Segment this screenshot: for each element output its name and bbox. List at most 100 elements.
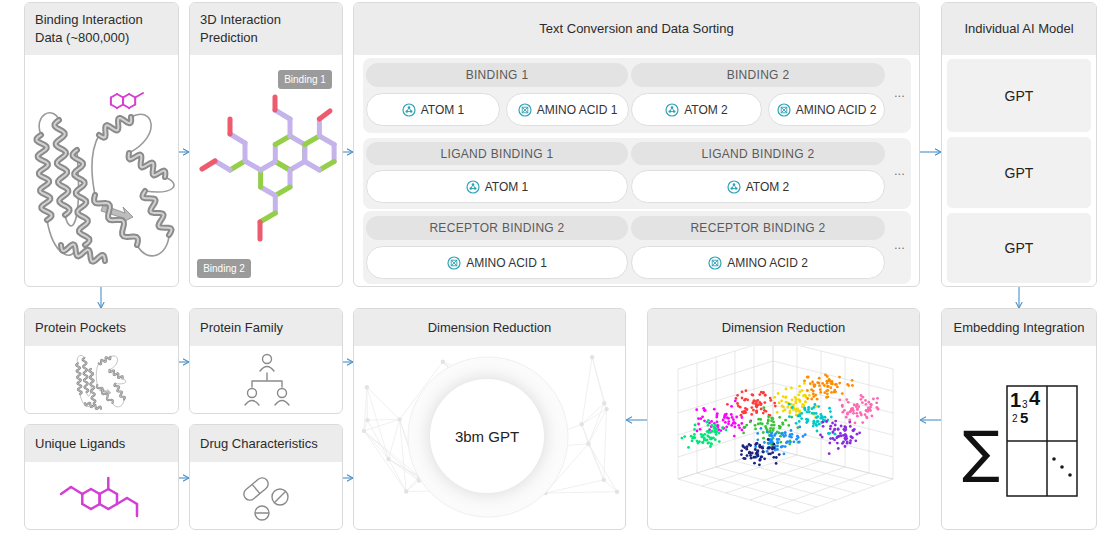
graphic-part [703,437,706,440]
graphic-part [860,414,863,417]
graphic-part [404,489,408,493]
graphic-part [129,153,166,177]
graphic-part [730,424,733,427]
graphic-part [847,401,850,404]
graphic-part [82,489,91,494]
graphic-part [815,423,818,426]
graphic-part [699,428,702,431]
graphic-part [773,449,893,479]
binding-tag: Binding 1 [278,70,332,89]
graphic-part [853,404,856,407]
node-label: Unique Ligands [35,435,125,453]
graphic-part [783,435,786,438]
graphic-part [586,442,590,446]
graphic-part [859,411,862,414]
graphic-part [1007,440,1077,442]
graphic-part [816,430,819,433]
graphic-part [852,412,855,415]
graphic-part [834,433,837,436]
graphic-part [712,260,718,266]
graphic-part [708,435,711,438]
graphic-part [798,410,801,413]
graphic-part [757,403,760,406]
graphic-part [709,257,721,269]
data-pill: ATOM 1 [366,170,628,203]
graphic-part [1068,473,1072,477]
graphic-part [770,417,773,420]
graphic-part [722,427,725,430]
graphic-part [241,475,270,502]
graphic-part [755,410,758,413]
graphic-part [770,441,773,444]
graphic-part [123,105,129,109]
graphic-part [841,392,844,395]
graphic-part [795,422,798,425]
graphic-part [750,413,753,416]
graphic-part [822,425,825,428]
graphic-part [714,424,717,427]
node-label: ATOM 2 [684,103,728,117]
graphic-part [755,442,758,445]
node-label: LIGAND BINDING 1 [441,147,554,161]
atom-icon [727,180,741,194]
graphic-part [818,423,821,426]
graphic-part [756,432,759,435]
graphic-part [735,187,738,190]
graphic-part [774,405,777,408]
graphic-part [790,429,793,432]
graphic-part [769,430,772,433]
graphic-part [519,104,531,116]
graphic-part [55,120,70,215]
graphic-part [743,426,746,429]
amino-acid-icon [518,103,532,117]
graphic-part [743,426,746,429]
graphic-part [808,394,811,397]
graphic-part [756,399,759,402]
graphic-part [89,369,95,403]
graphic-part [858,431,861,434]
graphic-part [834,424,837,427]
graphic-part [716,420,719,423]
matrix-symbol: ∑ [962,424,1000,480]
graphic-part [756,450,759,453]
graphic-part [866,410,869,413]
graphic-part [735,416,738,419]
graphic-part [678,449,773,479]
graphic-part [750,457,753,460]
graphic-part [806,376,809,379]
graphic-part [800,412,803,415]
graphic-part [332,145,337,162]
graphic-part [876,397,879,400]
graphic-part [673,110,676,113]
graphic-part [707,441,710,444]
graphic-part [98,494,101,504]
graphic-part [728,181,740,193]
graphic-part [781,405,784,408]
graphic-part [749,444,752,447]
graphic-part [861,421,864,424]
graphic-part [816,420,819,423]
graphic-part [806,410,809,413]
graphic-part [73,150,90,245]
graphic-part [275,401,289,406]
flow-arrow [179,361,189,362]
graphic-part [789,433,792,436]
graphic-part [753,399,756,402]
flow-arrow [343,477,353,478]
graphic-part [678,369,679,479]
graphic-part [666,104,678,116]
graphic-part [856,433,859,436]
graphic-part [819,391,822,394]
graphic-part [763,441,766,444]
graphic-part [773,434,776,437]
graphic-part [821,351,822,461]
graphic-part [743,399,746,402]
graphic-part [702,441,705,444]
graphic-part [701,441,704,444]
graphic-part [828,452,831,455]
panel-header: Binding Interaction Data (~800,000) [25,3,178,55]
graphic-part [735,351,736,461]
graphic-part [718,440,721,443]
graphic-part [816,398,819,401]
graphic-part [836,386,839,389]
